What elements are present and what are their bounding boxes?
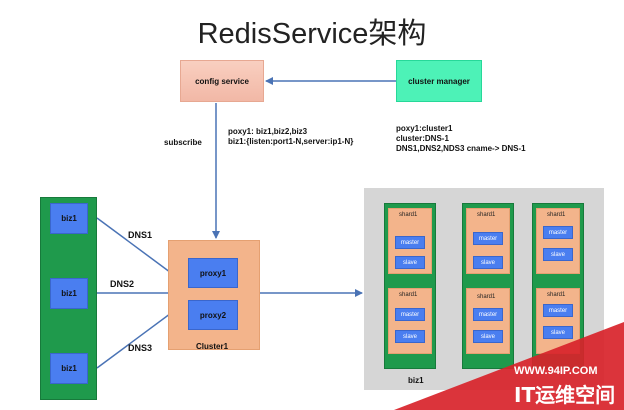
dns1-label: DNS1 (128, 230, 153, 240)
shard-box (466, 288, 510, 354)
cluster-mapping-line-1: poxy1:cluster1 (396, 124, 453, 133)
cluster-label: Cluster1 (196, 342, 229, 351)
cluster-mapping-line-3: DNS1,DNS2,NDS3 cname-> DNS-1 (396, 144, 526, 153)
cluster-mapping-line-2: cluster:DNS-1 (396, 134, 449, 143)
region-label: biz1 (408, 376, 424, 385)
shard-label: shard1 (477, 212, 496, 218)
diagram-title: RedisService架构 (197, 18, 427, 50)
proxy-mapping-line-2: biz1:{listen:port1-N,server:ip1-N} (228, 137, 354, 146)
proxy1-box: proxy1 (188, 258, 238, 288)
shard-label: shard1 (547, 212, 566, 218)
shard-box (536, 208, 580, 274)
shard-label: shard1 (399, 212, 418, 218)
config-service-box: config service (180, 60, 264, 102)
slave-node: slave (473, 330, 503, 343)
proxy2-box: proxy2 (188, 300, 238, 330)
slave-node: slave (543, 326, 573, 339)
slave-node: slave (543, 248, 573, 261)
dns2-label: DNS2 (110, 279, 135, 289)
biz-box: biz1 (50, 278, 88, 309)
biz-box: biz1 (50, 353, 88, 384)
slave-node: slave (395, 330, 425, 343)
proxy-mapping-line-1: poxy1: biz1,biz2,biz3 (228, 127, 308, 136)
master-node: master (543, 304, 573, 317)
master-node: master (473, 232, 503, 245)
master-node: master (543, 226, 573, 239)
watermark-url: WWW.94IP.COM (514, 365, 598, 377)
shard-label: shard1 (477, 294, 496, 300)
slave-node: slave (395, 256, 425, 269)
shard-label: shard1 (547, 292, 566, 298)
cluster-box (168, 240, 260, 350)
master-node: master (473, 308, 503, 321)
watermark-text: IT运维空间 (514, 383, 615, 407)
master-node: master (395, 236, 425, 249)
subscribe-label: subscribe (164, 138, 202, 147)
shard-label: shard1 (399, 292, 418, 298)
dns3-label: DNS3 (128, 343, 153, 353)
watermark-banner: WWW.94IP.COM IT运维空间 (394, 322, 624, 410)
biz-box: biz1 (50, 203, 88, 234)
cluster-manager-box: cluster manager (396, 60, 482, 102)
master-node: master (395, 308, 425, 321)
shard-box (388, 288, 432, 354)
slave-node: slave (473, 256, 503, 269)
